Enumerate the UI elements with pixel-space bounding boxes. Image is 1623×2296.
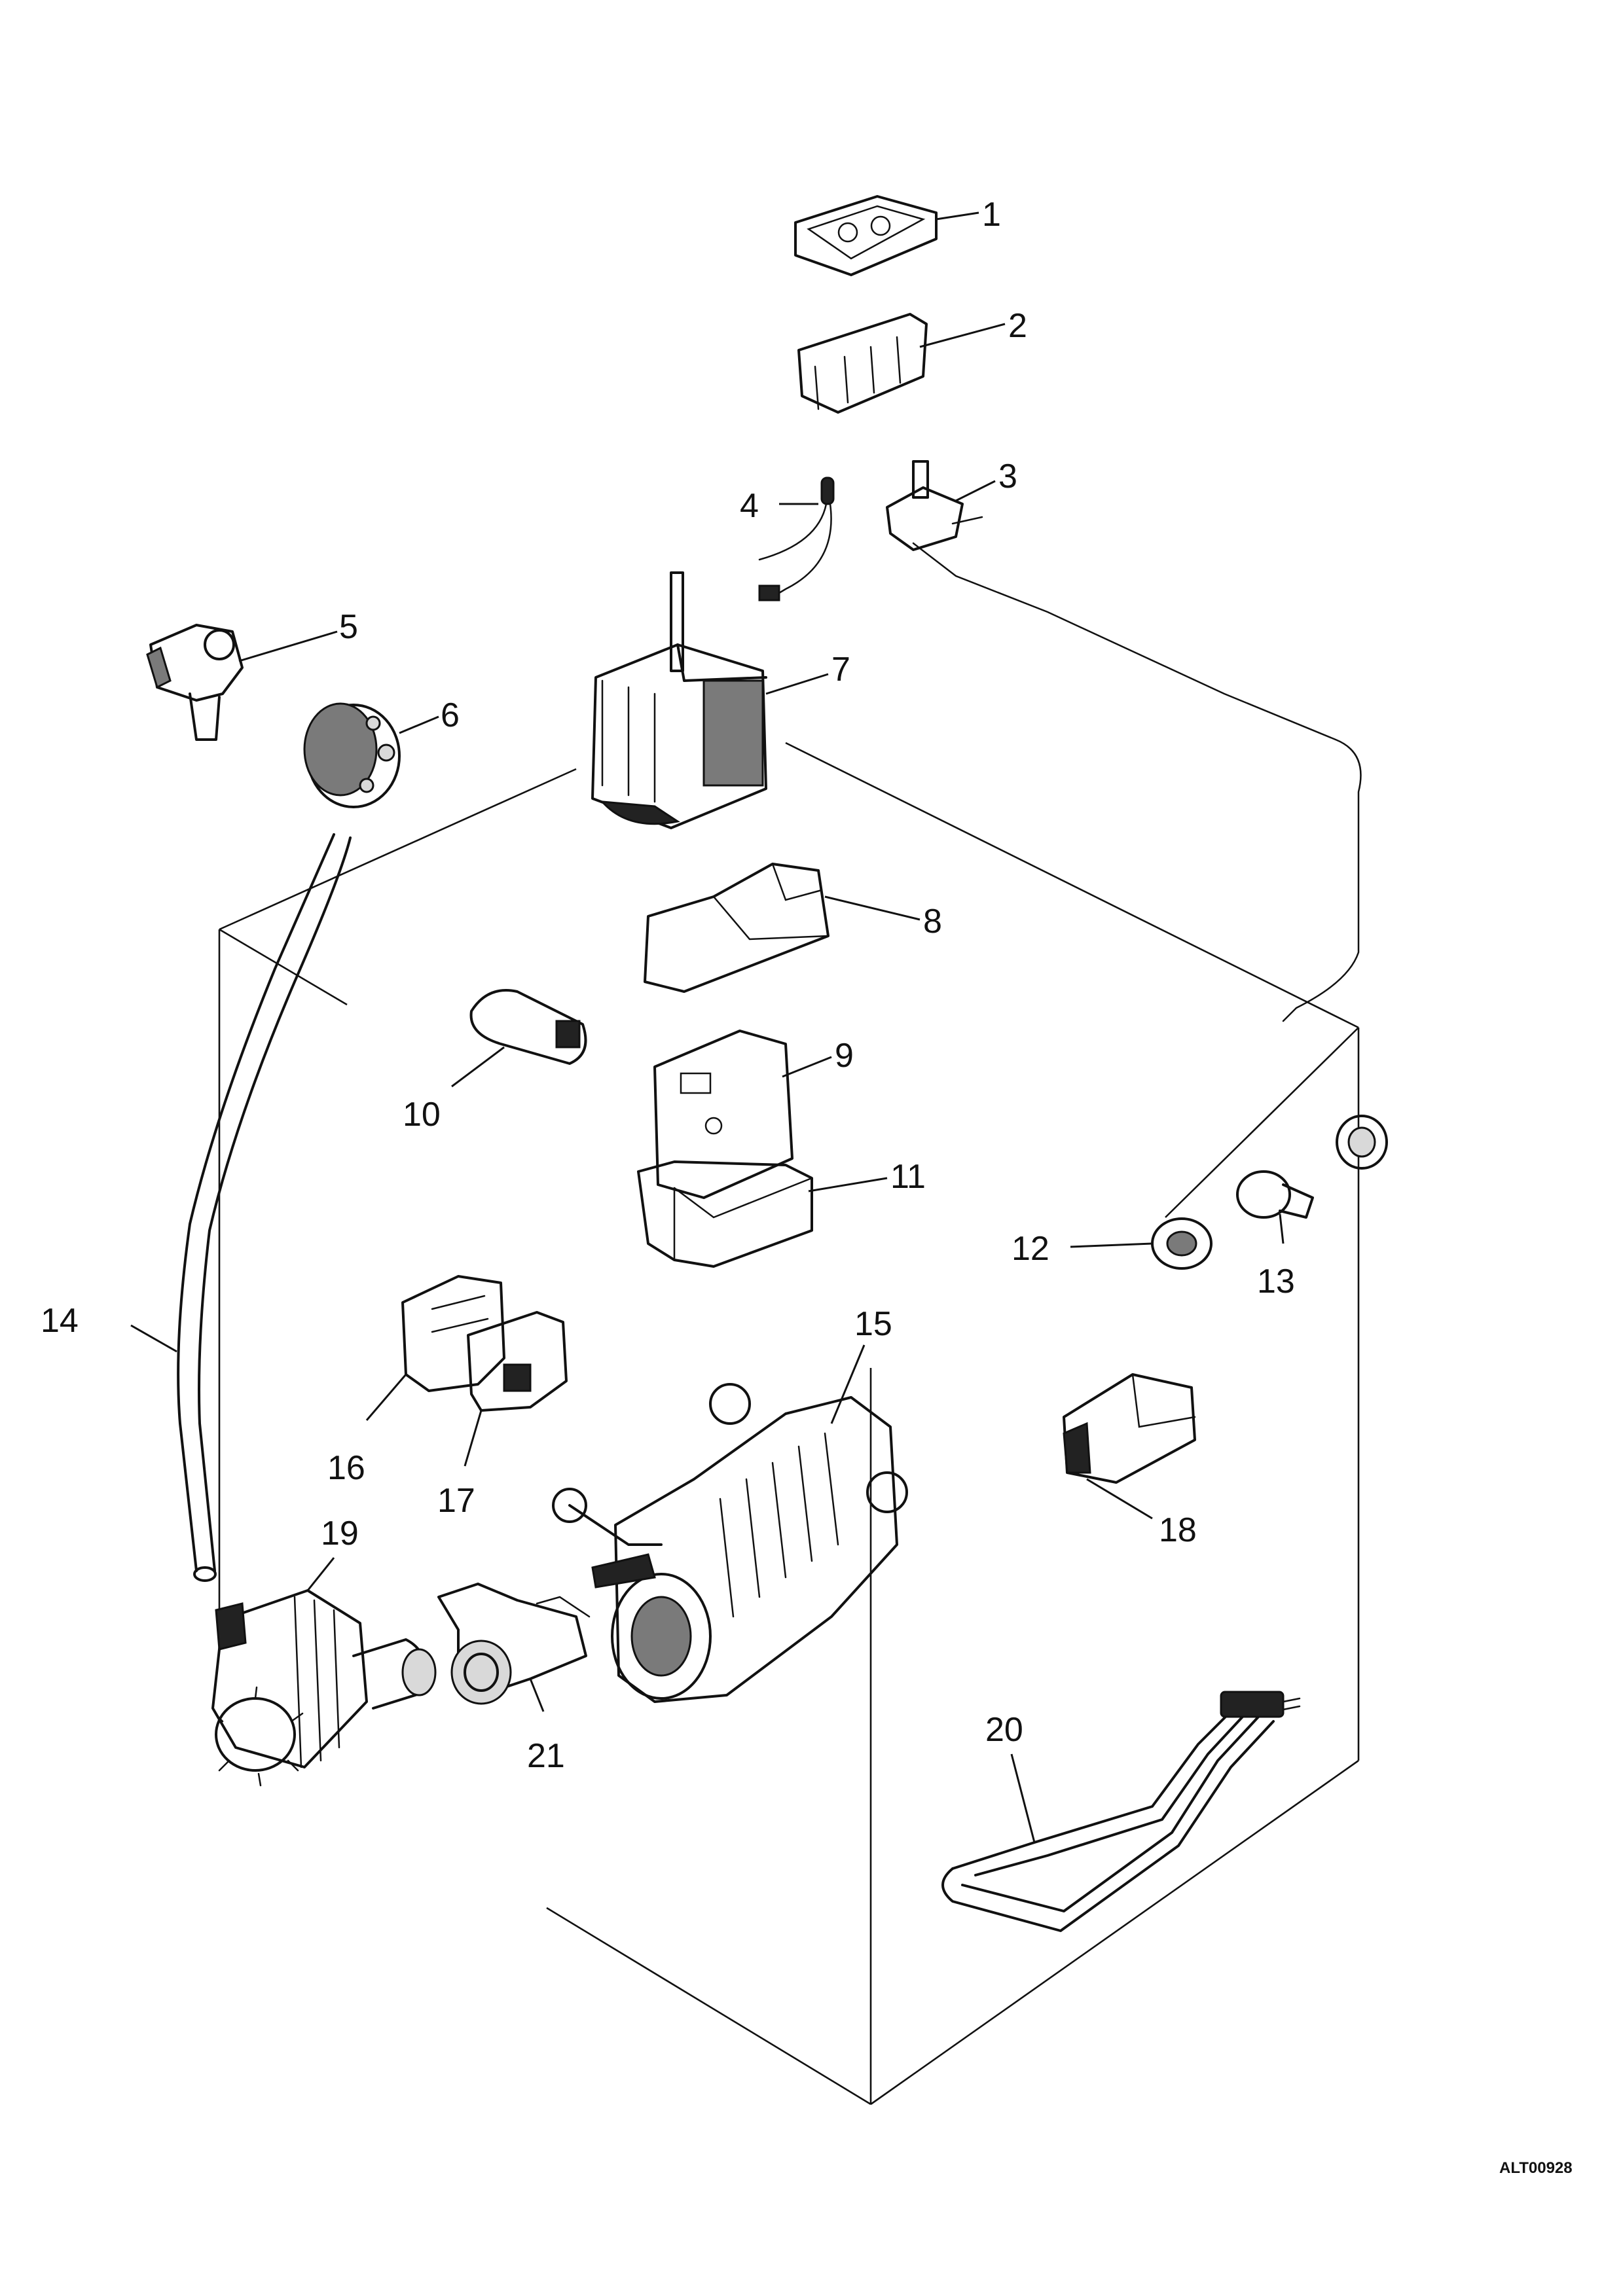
callout-16: 16 [327,1449,365,1487]
part-16-suppressor [365,1275,505,1421]
callout-11: 11 [890,1158,926,1196]
part-7-timer [591,571,829,829]
part-19-drain-pump [211,1557,437,1787]
callout-10: 10 [403,1096,441,1134]
callout-19: 19 [321,1515,359,1552]
part-15-motor [552,1344,908,1703]
callout-2: 2 [1008,307,1027,345]
part-12-ring [1070,1217,1213,1270]
callout-3: 3 [998,457,1017,495]
callout-21: 21 [527,1737,565,1775]
callout-14: 14 [41,1302,79,1340]
cabinet-outline [218,742,1360,2106]
callout-5: 5 [339,608,358,646]
part-4-thermistor [758,476,835,601]
callout-6: 6 [441,696,460,734]
callout-4: 4 [740,487,759,525]
part-10-capacitor [451,989,587,1088]
part-6-pressure-chamber [303,702,439,808]
part-14-hose [130,833,352,1582]
part-13-thermostat [1236,1170,1314,1244]
part-11-housing [637,1160,888,1268]
part-5-inlet-valve [146,624,338,741]
part-21-connector [437,1583,591,1712]
callout-13: 13 [1257,1263,1295,1300]
callout-12: 12 [1012,1230,1049,1268]
part-18-interlock [1063,1373,1196,1520]
part-8-cover [644,863,921,993]
callout-20: 20 [985,1711,1023,1749]
callout-7: 7 [831,651,850,689]
part-9-board [653,1030,832,1199]
callout-1: 1 [982,196,1001,234]
part-1-terminal-block [794,195,979,276]
grommet [1336,1115,1388,1170]
callout-15: 15 [854,1305,892,1343]
part-17-filter [464,1311,568,1467]
callout-9: 9 [835,1037,854,1075]
part-20-heater [941,1691,1301,1932]
part-2-terminal-strip [797,313,1006,414]
reference-code: ALT00928 [1499,2159,1573,2177]
callout-8: 8 [923,903,942,941]
callout-17: 17 [437,1482,475,1520]
callout-18: 18 [1159,1511,1197,1549]
part-3-pressure-switch [886,460,1362,1022]
